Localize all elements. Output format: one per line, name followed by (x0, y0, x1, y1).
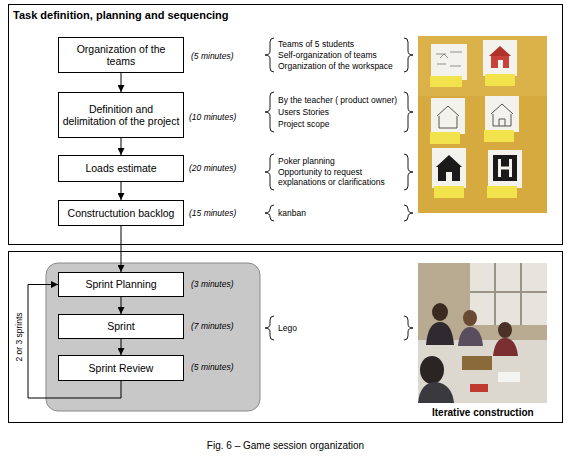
flow-arrow (28, 285, 121, 399)
person-head (498, 322, 512, 338)
curly-brace (265, 205, 274, 221)
curly-brace (265, 92, 274, 132)
section-heading: Task definition, planning and sequencing (13, 9, 229, 21)
house-wall (438, 167, 460, 181)
story-card (485, 96, 519, 132)
detail-note: Self-organization of teams (278, 50, 377, 60)
curly-brace (265, 316, 274, 340)
person-head (432, 303, 448, 321)
process-box: Sprint Planning (58, 272, 184, 297)
box-label: Loads estimate (85, 162, 156, 175)
post-it (485, 74, 515, 86)
curly-brace (404, 92, 413, 132)
flow-arrow (121, 73, 122, 92)
flow-arrow (121, 297, 122, 314)
photo-wall (418, 263, 547, 403)
house-door (446, 172, 452, 181)
curly-braces (265, 38, 413, 340)
figure-caption: Fig. 6 – Game session organization (0, 440, 571, 451)
sign-mark (498, 167, 512, 170)
story-card (431, 44, 467, 80)
process-box: Sprint (58, 314, 184, 339)
person-body (418, 382, 454, 403)
curly-brace (404, 316, 413, 340)
detail-note: Teams of 5 students (278, 39, 354, 49)
house-sketch (437, 106, 459, 128)
post-it (430, 132, 460, 144)
box-label: Constructution backlog (68, 207, 175, 220)
curly-brace (265, 154, 274, 190)
photo-window (470, 263, 547, 325)
photo-wall (418, 36, 547, 213)
post-it (484, 130, 514, 142)
detail-note: Lego (278, 323, 297, 333)
detail-note: Poker planning (278, 156, 335, 166)
process-box: Definition and delimitation of the proje… (58, 92, 184, 138)
box-label: Organization of the teams (61, 43, 181, 68)
paper-sheet (498, 372, 520, 382)
duration-note: (20 minutes) (189, 163, 236, 173)
detail-note: Opportunity to request explanations or c… (278, 167, 408, 187)
duration-note: (3 minutes) (191, 279, 234, 289)
house-sketch (491, 104, 513, 126)
story-card (431, 98, 465, 134)
box-label: Definition and delimitation of the proje… (61, 103, 181, 128)
section-heading: Iterative construction (432, 407, 534, 418)
window-frame (470, 263, 547, 325)
house-wall (491, 56, 509, 68)
detail-note: Project scope (278, 119, 330, 129)
detail-note: Users Stories (278, 107, 329, 117)
duration-note: (7 minutes) (191, 321, 234, 331)
process-box: Sprint Review (58, 355, 184, 381)
process-box: Loads estimate (58, 155, 184, 182)
card-sketch (436, 52, 462, 66)
lego-pile (462, 356, 492, 370)
section-frame: Iterative construction Sprint PlanningSpr… (8, 251, 563, 423)
person-body (493, 338, 518, 356)
duration-note: (10 minutes) (189, 112, 236, 122)
curly-brace (404, 205, 413, 221)
box-label: Sprint Review (89, 362, 154, 375)
box-label: Sprint Planning (85, 278, 156, 291)
box-label: Sprint (107, 320, 134, 333)
duration-note: (5 minutes) (191, 362, 234, 372)
cards-photo (418, 36, 547, 213)
person-body (426, 322, 454, 345)
iteration-band (46, 263, 260, 411)
post-it (487, 186, 517, 198)
story-card (483, 40, 517, 76)
flow-arrow (121, 226, 122, 272)
process-box: Constructution backlog (58, 200, 184, 226)
sign-plate (493, 155, 517, 181)
person-head (420, 356, 444, 384)
flow-arrow (121, 339, 122, 355)
post-it (430, 76, 462, 87)
person-body (458, 327, 483, 346)
detail-note: kanban (278, 208, 306, 218)
classroom-photo (418, 263, 547, 403)
detail-note: By the teacher ( product owner) (278, 95, 397, 105)
process-box: Organization of the teams (58, 37, 184, 73)
flow-arrow (121, 138, 122, 155)
curly-brace (265, 38, 274, 72)
photo-light (418, 36, 547, 96)
flow-arrow (121, 182, 122, 200)
house-door (498, 60, 503, 68)
story-card (488, 150, 522, 188)
house-roof (489, 46, 511, 56)
duration-note: (5 minutes) (191, 51, 234, 61)
curly-brace (404, 38, 413, 72)
post-it (434, 186, 464, 198)
person-head (463, 310, 477, 326)
detail-note: Organization of the workspace (278, 61, 393, 71)
story-card (432, 148, 466, 188)
house-roof (436, 155, 462, 167)
curly-brace (404, 154, 413, 190)
lego-brick (470, 384, 488, 392)
duration-note: (15 minutes) (189, 208, 236, 218)
loop-label: 2 or 3 sprints (14, 313, 24, 362)
photo-table (418, 340, 547, 403)
